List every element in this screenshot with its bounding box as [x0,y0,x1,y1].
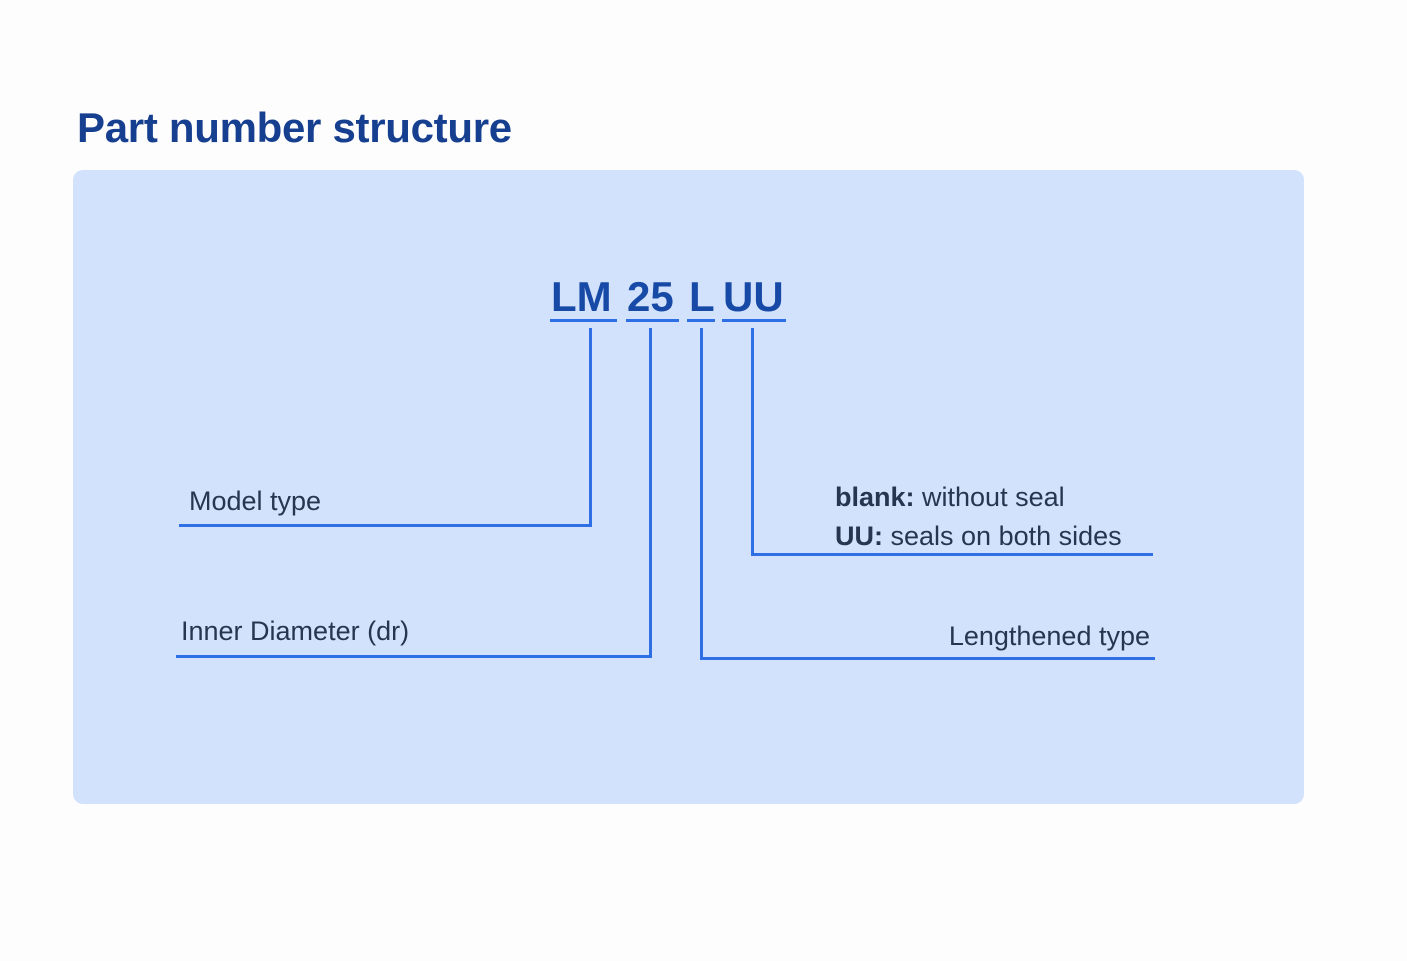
connector-uu-vertical [751,328,754,556]
connector-25-vertical [649,328,652,658]
model-type-label: Model type [189,486,322,516]
segment-lm-underline [550,319,617,322]
segment-25: 25 [627,273,674,320]
connector-lm-horizontal [179,524,592,527]
connector-25-horizontal [176,655,652,658]
inner-diameter-label: Inner Diameter (dr) [181,616,410,646]
seal-option-blank-key: blank: [835,482,915,512]
connector-l-vertical [700,328,703,660]
segment-l: L [689,273,715,320]
seal-option-blank-text: without seal [914,482,1065,512]
connector-l-horizontal [700,657,1155,660]
seal-option-uu-key: UU: [835,521,883,551]
segment-uu: UU [723,273,784,320]
lengthened-type-label: Lengthened type [948,621,1150,651]
page-title: Part number structure [77,104,512,151]
connector-uu-horizontal [751,553,1153,556]
segment-25-underline [626,319,679,322]
segment-uu-underline [722,319,786,322]
segment-lm: LM [551,273,612,320]
diagram-panel [73,170,1304,804]
connector-lm-vertical [589,328,592,527]
seal-option-uu-text: seals on both sides [883,521,1122,551]
seal-option-blank: blank: without seal [835,480,1065,514]
seal-option-uu: UU: seals on both sides [835,519,1122,553]
segment-l-underline [687,319,715,322]
